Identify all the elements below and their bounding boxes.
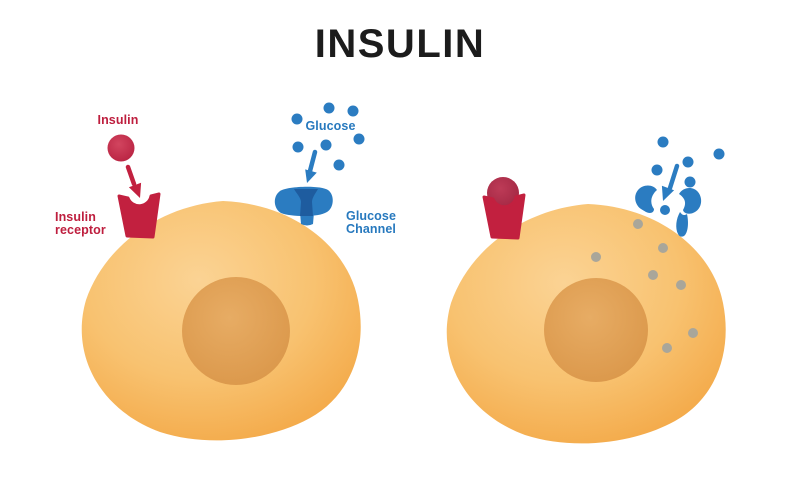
glucose-molecule-inside-cell [658, 243, 668, 253]
insulin-receptor-shape [117, 192, 161, 239]
insulin-label: Insulin [97, 113, 139, 127]
glucose-molecule-dot [347, 105, 359, 117]
glucose-molecule-inside-cell [688, 328, 698, 338]
cell-glucose-uptake-panel [446, 136, 726, 444]
glucose-molecule-dot [651, 164, 663, 176]
glucose-molecule-dot [684, 176, 696, 188]
glucose-molecule-inside-cell [648, 270, 658, 280]
glucose-molecule-dot [682, 156, 694, 168]
glucose-molecule-inside-cell [676, 280, 686, 290]
glucose-channel-label: Glucose Channel [346, 209, 397, 236]
glucose-channel-open-left-lobe [635, 185, 657, 213]
glucose-dots-right-outside [651, 136, 725, 188]
glucose-channel-closed [274, 186, 333, 226]
glucose-molecule-inside-cell [633, 219, 643, 229]
glucose-molecule-dot [292, 141, 304, 153]
glucose-dots-right-inside [591, 219, 698, 353]
glucose-molecule-in-channel [660, 205, 670, 215]
glucose-dots-left [291, 102, 365, 171]
glucose-molecule-dot [291, 113, 303, 125]
glucose-molecule-dot [323, 102, 335, 114]
glucose-channel-stem-open [676, 212, 688, 237]
insulin-receptor-label: Insulin receptor [55, 210, 106, 237]
diagram-title: INSULIN [314, 22, 486, 66]
glucose-channel-open-right-lobe [679, 188, 702, 214]
glucose-molecule-dot [657, 136, 669, 148]
glucose-molecule-inside-cell [591, 252, 601, 262]
insulin-arrow [125, 164, 142, 198]
glucose-molecule-dot [713, 148, 725, 160]
glucose-dot-in-channel [660, 205, 670, 215]
glucose-molecule-inside-cell [662, 343, 672, 353]
cell-insulin-binding-panel [81, 102, 365, 441]
left-cell-nucleus [182, 277, 290, 385]
glucose-arrow-left [305, 149, 318, 183]
glucose-molecule-dot [320, 139, 332, 151]
glucose-channel-open [635, 185, 702, 237]
insulin-receptor-bound-shape [482, 193, 526, 240]
insulin-molecule [107, 134, 135, 162]
glucose-channel-pore [294, 189, 318, 216]
glucose-label: Glucose [305, 119, 356, 133]
glucose-molecule-dot [353, 133, 365, 145]
glucose-molecule-dot [333, 159, 345, 171]
right-cell-nucleus [544, 278, 648, 382]
glucose-arrow-right [661, 163, 680, 201]
